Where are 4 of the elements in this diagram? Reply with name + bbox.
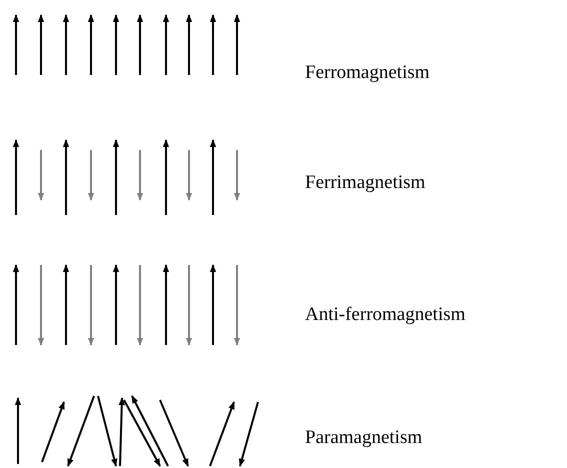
magnetism-type-label: Ferromagnetism	[305, 62, 430, 84]
magnetism-type-label: Ferrimagnetism	[305, 172, 426, 194]
magnetism-type-label: Anti-ferromagnetism	[305, 304, 466, 326]
magnetism-type-label: Paramagnetism	[305, 427, 422, 449]
